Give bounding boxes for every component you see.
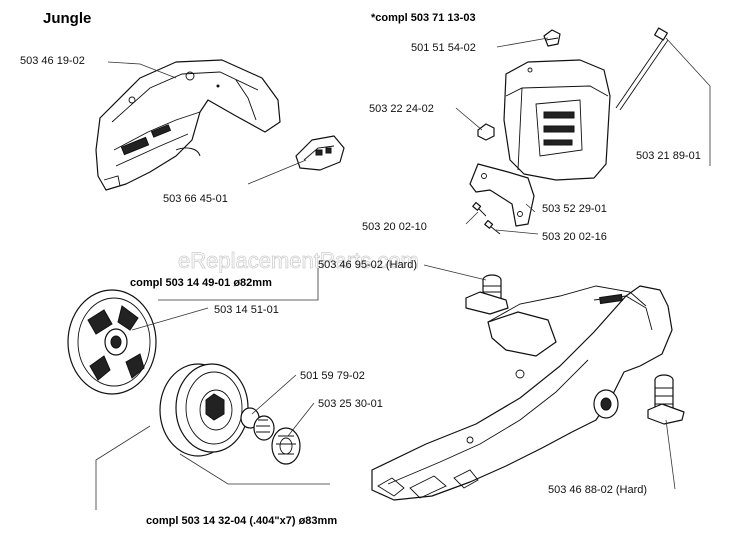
cylinder-cover-assembly-label: *compl 503 71 13-03 — [371, 12, 476, 24]
cover-pad-drawing — [295, 135, 345, 171]
nut-drawing — [477, 123, 495, 141]
clutch-assembly-label: compl 503 14 49-01 ø82mm — [130, 277, 272, 289]
av-element-top-label: 503 46 95-02 (Hard) — [318, 259, 417, 271]
bearing-label: 501 59 79-02 — [300, 370, 365, 382]
chain-brake-cover-label: 503 46 19-02 — [20, 55, 85, 67]
bearing-drawing — [253, 415, 275, 441]
leader-lines — [95, 37, 711, 510]
av-element-top-drawing — [465, 274, 509, 315]
knob-drawing — [543, 29, 561, 47]
nut-label: 503 22 24-02 — [369, 103, 434, 115]
cylinder-cover-drawing — [503, 59, 611, 181]
long-bolt-label: 503 21 89-01 — [636, 150, 701, 162]
knob-label: 501 51 54-02 — [411, 42, 476, 54]
screw-right-label: 503 20 02-16 — [542, 231, 607, 243]
screw-left-label: 503 20 02-10 — [362, 221, 427, 233]
washer-drawing — [271, 427, 301, 465]
long-bolt-drawing — [615, 27, 669, 111]
screw-right-drawing — [484, 219, 501, 235]
av-element-bottom-drawing — [647, 374, 685, 425]
screw-left-drawing — [472, 201, 487, 217]
chain-brake-cover-drawing — [95, 59, 281, 191]
diagram-title: Jungle — [43, 10, 91, 27]
watermark: eReplacementParts.com — [178, 248, 419, 273]
bracket-label: 503 52 29-01 — [542, 203, 607, 215]
clutch-part-label: 503 14 51-01 — [214, 304, 279, 316]
bracket-drawing — [469, 163, 535, 227]
clutch-drum-assembly-label: compl 503 14 32-04 (.404"x7) ø83mm — [146, 515, 337, 527]
av-element-bottom-label: 503 46 88-02 (Hard) — [548, 484, 647, 496]
crankcase-drawing — [371, 285, 673, 501]
washer-label: 503 25 30-01 — [318, 398, 383, 410]
cover-pad-label: 503 66 45-01 — [163, 193, 228, 205]
clutch-drum-drawing — [159, 363, 260, 457]
clutch-drawing — [67, 289, 157, 395]
